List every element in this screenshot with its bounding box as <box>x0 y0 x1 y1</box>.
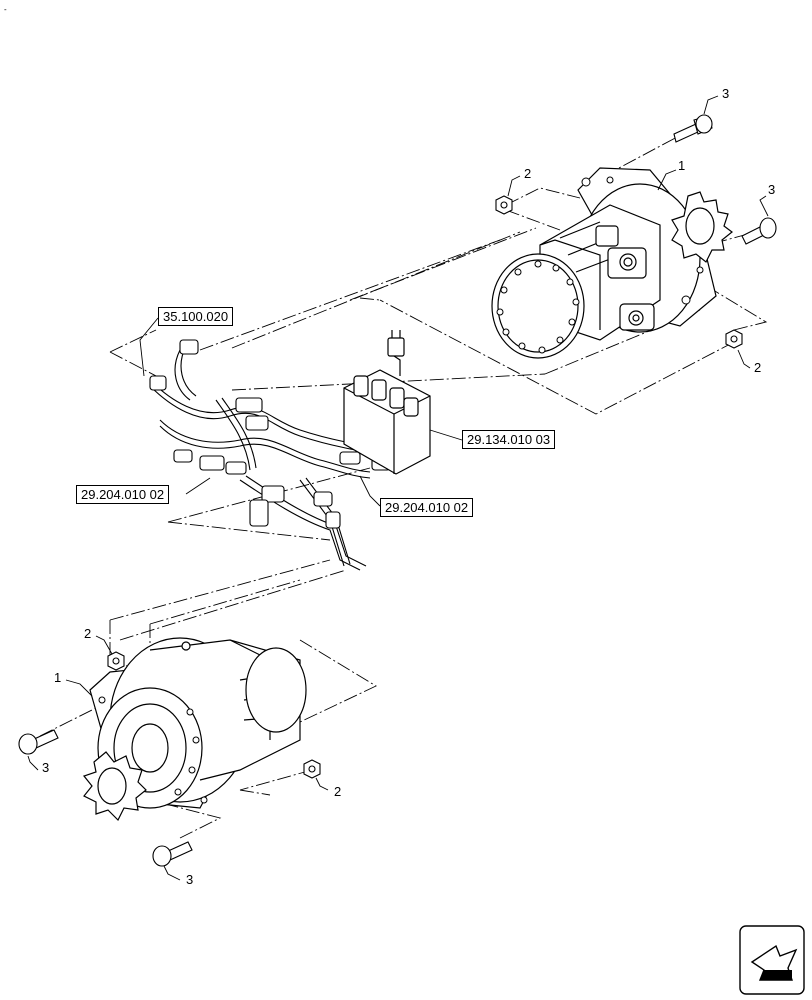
endcap-bolts <box>496 176 704 354</box>
callout-3-left: 3 <box>42 760 49 775</box>
top-bolt-icon <box>673 114 713 143</box>
hose-icon <box>149 345 391 571</box>
navigation-arrow-icon[interactable] <box>739 925 805 995</box>
top-motor-icon <box>491 167 717 359</box>
left-bolt-icon <box>18 729 59 755</box>
right-nut-icon <box>725 329 743 349</box>
callout-2-left: 2 <box>84 626 91 641</box>
left-nut-icon <box>107 651 125 671</box>
callout-2-right: 2 <box>754 360 761 375</box>
callout-2-bottom: 2 <box>334 784 341 799</box>
top-sprocket-icon <box>671 191 733 263</box>
callout-1-bottom: 1 <box>54 670 61 685</box>
corner-mark: - <box>4 5 7 14</box>
bottom-nut-icon <box>303 759 321 779</box>
bottom-motor-bolts <box>98 696 208 804</box>
callout-3-right: 3 <box>768 182 775 197</box>
callout-3-top: 3 <box>722 86 729 101</box>
bottom-motor-icon <box>89 637 307 809</box>
bottom-sprocket-icon <box>82 751 147 822</box>
reference-29-134-010-03[interactable]: 29.134.010 03 <box>462 430 556 449</box>
callout-1-top: 1 <box>678 158 685 173</box>
reference-29-204-010-02-left[interactable]: 29.204.010 02 <box>76 485 170 504</box>
callout-2-top: 2 <box>524 166 531 181</box>
top-nut-icon <box>495 195 513 215</box>
callout-leaders <box>27 95 769 881</box>
right-bolt-icon <box>741 217 777 245</box>
reference-29-204-010-02-right[interactable]: 29.204.010 02 <box>380 498 474 517</box>
bottom-bolt-icon <box>152 841 193 867</box>
callout-3-bottom: 3 <box>186 872 193 887</box>
valve-block-icon <box>343 330 431 475</box>
reference-35-100-020[interactable]: 35.100.020 <box>158 307 234 326</box>
